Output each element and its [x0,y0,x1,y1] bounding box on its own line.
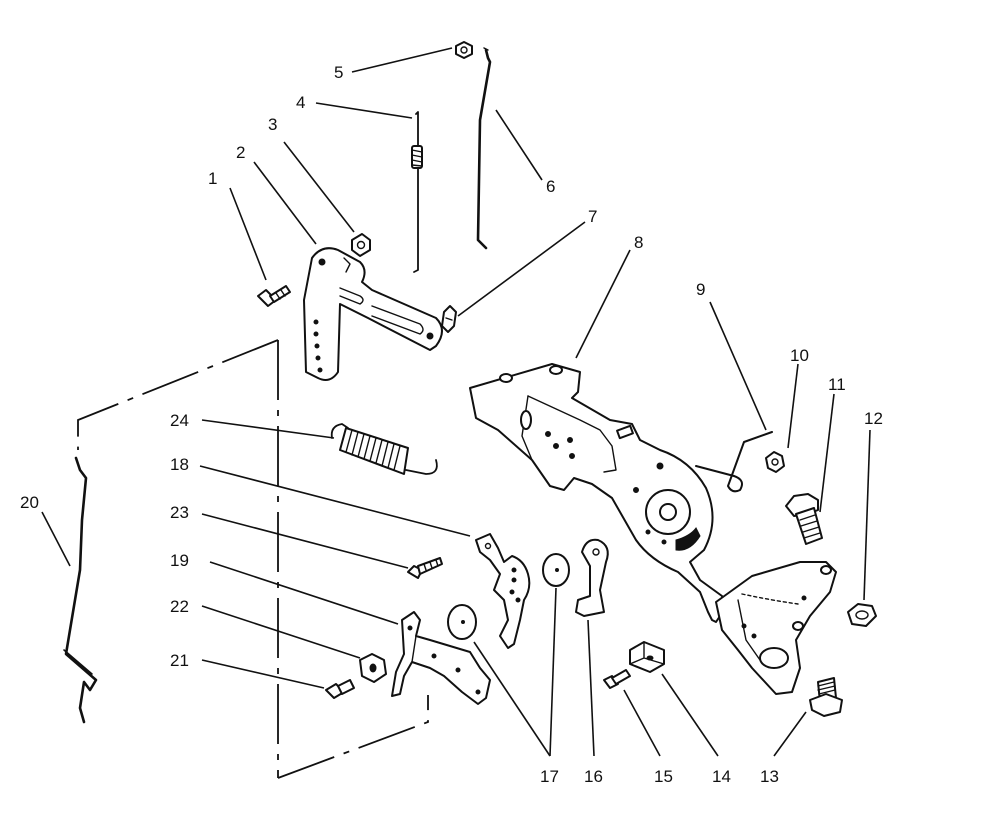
part-15-screw [603,669,631,689]
part-5-nut [455,41,473,59]
callout-3: 3 [268,115,277,134]
callout-11: 11 [828,375,846,394]
callout-18: 18 [170,455,189,474]
part-18-lever [475,533,531,649]
leader-lines [41,47,871,757]
callout-14: 14 [712,767,731,786]
part-24-extension-spring [330,423,438,475]
callout-9: 9 [696,280,705,299]
part-16-lever-plate [575,538,609,617]
callout-13: 13 [760,767,779,786]
callout-22: 22 [170,597,189,616]
callout-24: 24 [170,411,189,430]
callout-labels: 1 2 3 4 5 6 7 8 9 10 11 12 13 14 15 16 1… [20,63,883,786]
part-12-hex-nut [847,603,877,627]
part-10-nut [765,451,785,473]
part-7-clip [441,305,457,333]
callout-23: 23 [170,503,189,522]
callout-21: 21 [170,651,189,670]
callout-12: 12 [864,409,883,428]
part-6-rod [476,47,492,250]
part-22-washer [359,653,387,683]
part-20-bent-rod [63,456,98,724]
callout-8: 8 [634,233,643,252]
part-14-clamp [629,641,665,673]
part-13-flange-bolt [809,677,843,717]
part-2-control-lever [303,247,443,381]
callout-20: 20 [20,493,39,512]
callout-7: 7 [588,207,597,226]
callout-19: 19 [170,551,189,570]
callout-4: 4 [296,93,305,112]
callout-16: 16 [584,767,603,786]
callout-17: 17 [540,767,559,786]
part-9-torsion-spring [695,431,773,493]
part-1-bolt [257,285,291,307]
callout-10: 10 [790,346,809,365]
part-17-washers [447,553,570,640]
phantom-assembly-lines [77,339,429,779]
part-11-hex-bolt [785,493,823,545]
callout-5: 5 [334,63,343,82]
part-21-screw [325,679,355,699]
callout-15: 15 [654,767,673,786]
part-8-main-bracket [469,363,837,695]
callout-2: 2 [236,143,245,162]
callout-6: 6 [546,177,555,196]
part-4-spring-wire [411,111,423,273]
part-3-nut [351,233,371,257]
callout-1: 1 [208,169,217,188]
part-23-screw [407,557,443,579]
part-19-bracket [391,611,491,705]
